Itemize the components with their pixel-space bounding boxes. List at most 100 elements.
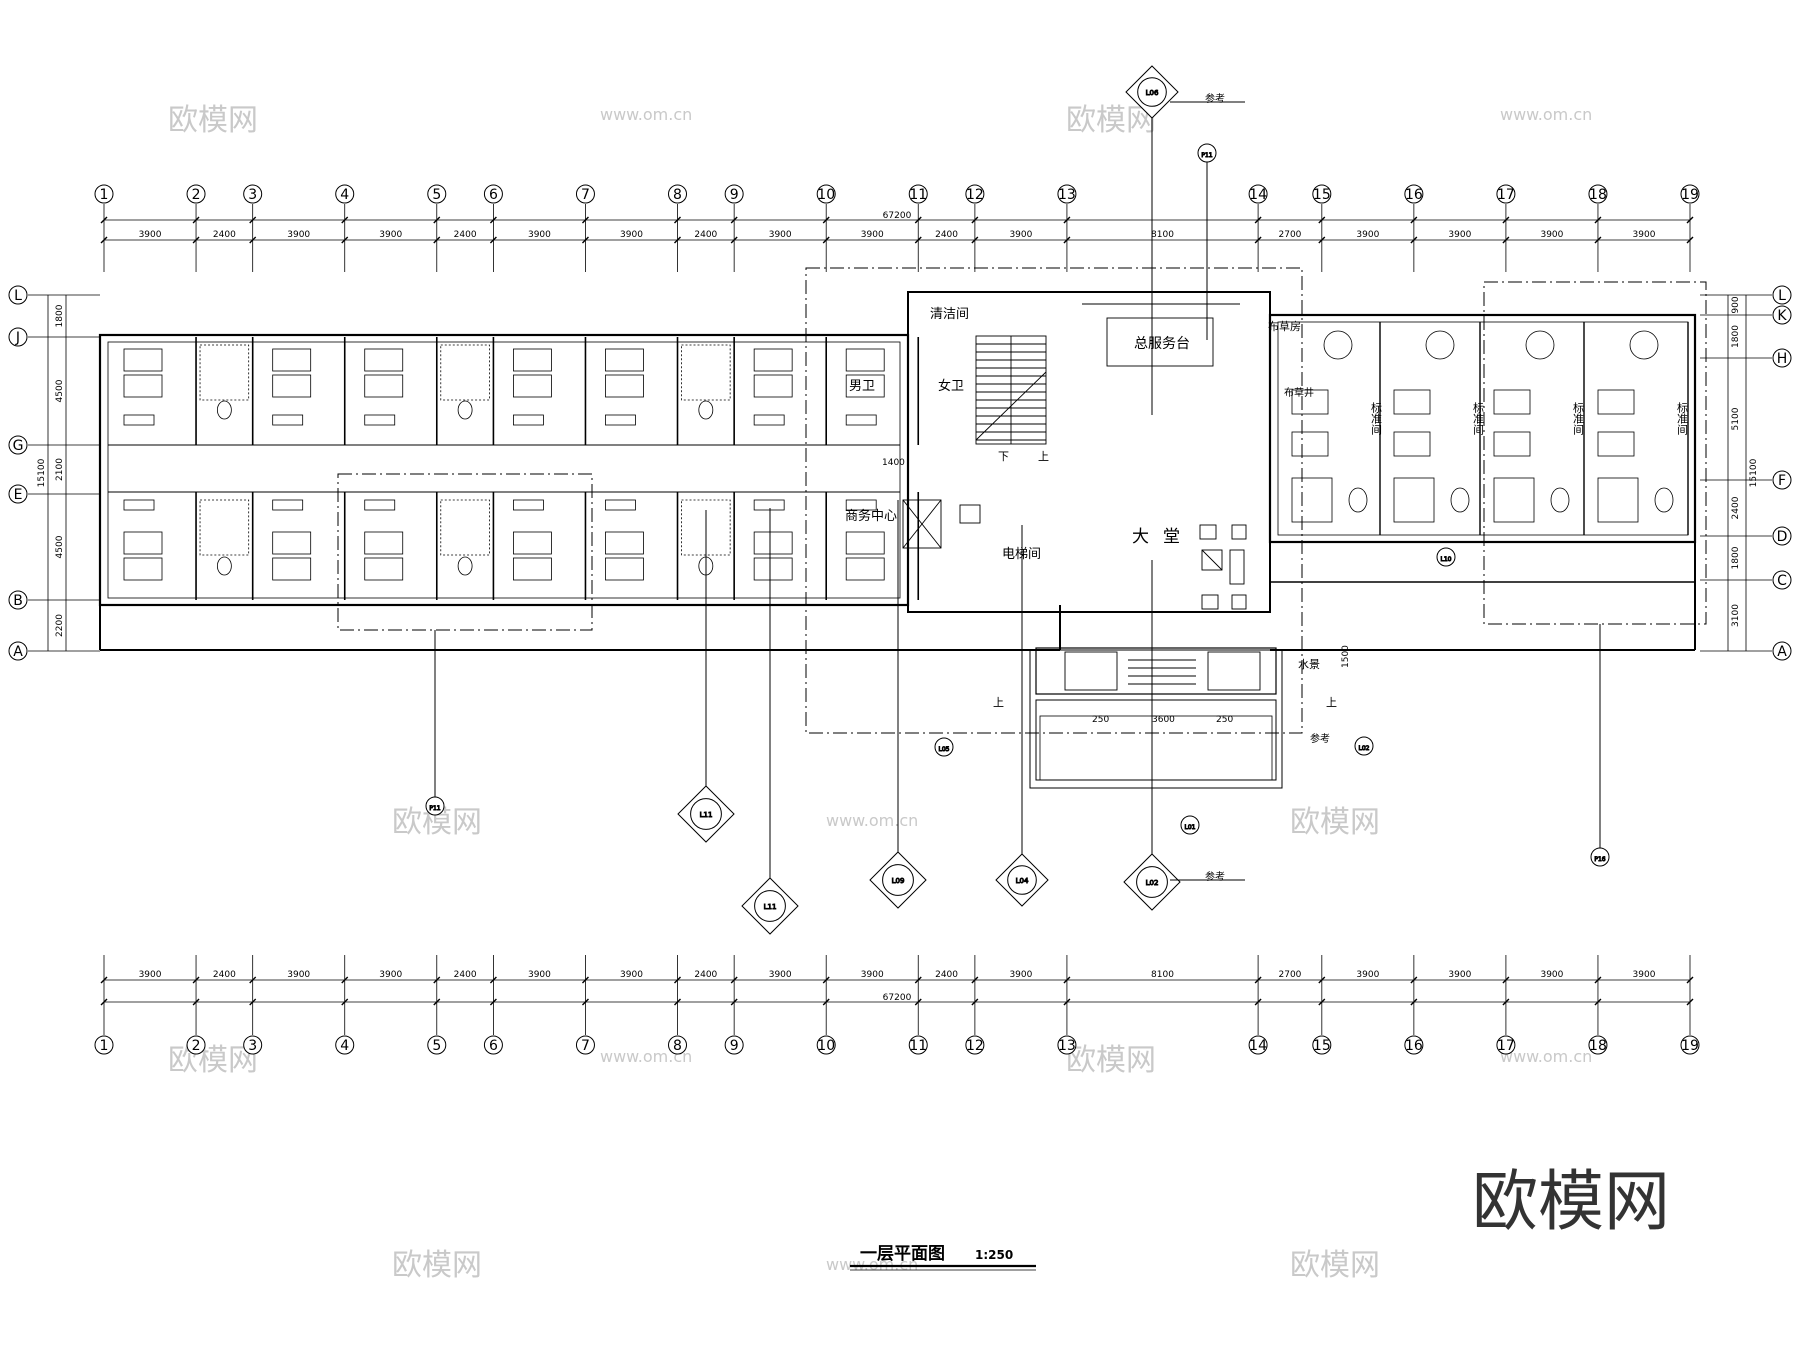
bed [845, 531, 885, 555]
bottom-axis-bubble [724, 1035, 744, 1055]
bed [1597, 431, 1635, 457]
bottom-axis-label-6: 6 [489, 1038, 498, 1054]
watermark-url: www.om.cn [826, 811, 918, 830]
detail-symbol-l09-text: L09 [892, 877, 905, 885]
bed [845, 374, 885, 398]
top-axis-bubble [908, 184, 928, 204]
top-axis-bubble [186, 184, 206, 204]
detail-symbol-l11-text: L11 [700, 811, 713, 819]
label-lobby: 大堂 [1132, 527, 1194, 547]
table-chairs [1629, 330, 1659, 360]
bottom-total-text: 67200 [883, 993, 912, 1003]
top-tick-mark [581, 236, 589, 244]
right-axis-label: K [1777, 308, 1787, 324]
bottom-tick-mark [1502, 976, 1510, 984]
bottom-tick-mark [730, 998, 738, 1006]
toilet [1348, 487, 1368, 513]
top-tick-mark [971, 236, 979, 244]
bathroom [1597, 477, 1639, 523]
watermark-logo: 欧模网 [1290, 805, 1380, 840]
bottom-tick-mark [1502, 998, 1510, 1006]
right-axis-bubble [1772, 285, 1792, 305]
bed [605, 374, 644, 398]
top-dim-text: 3900 [287, 230, 310, 240]
label-linen-room: 布草房 [1268, 320, 1301, 333]
bottom-dim-text: 3900 [1633, 970, 1656, 980]
top-dim-text: 3900 [1448, 230, 1471, 240]
bed [1493, 431, 1531, 457]
right-axis-label: L [1778, 288, 1786, 304]
bottom-tick-mark [1686, 976, 1694, 984]
bottom-axis-label-17: 17 [1497, 1038, 1515, 1054]
top-tick-mark [192, 236, 200, 244]
label-entrance-up-left: 上 [993, 696, 1004, 709]
bottom-tick-mark [1410, 976, 1418, 984]
top-tick-mark [674, 216, 682, 224]
bed [753, 557, 793, 581]
top-tick-mark [914, 236, 922, 244]
bottom-axis-bubble [668, 1035, 688, 1055]
bottom-dim-text: 3900 [1009, 970, 1032, 980]
top-axis-label-7: 7 [581, 187, 590, 203]
top-axis-bubble [724, 184, 744, 204]
bed [605, 348, 644, 372]
bottom-tick-mark [1318, 976, 1326, 984]
bottom-dim-text: 3900 [1540, 970, 1563, 980]
bed [513, 374, 552, 398]
left-axis-bubble [8, 327, 28, 347]
right-axis-bubble [1772, 641, 1792, 661]
top-axis-bubble [335, 184, 355, 204]
label-business-center: 商务中心 [845, 508, 897, 524]
bottom-axis-label-16: 16 [1405, 1038, 1423, 1054]
top-tick-mark [1594, 216, 1602, 224]
bottom-axis-bubble [186, 1035, 206, 1055]
left-dim-text: 4500 [55, 379, 65, 402]
top-tick-mark [249, 236, 257, 244]
bottom-axis-label-19: 19 [1681, 1038, 1699, 1054]
top-tick-mark [581, 216, 589, 224]
top-tick-mark [971, 216, 979, 224]
left-axis-label: L [14, 288, 22, 304]
bottom-dim-text: 2400 [213, 970, 236, 980]
bottom-axis-bubble [427, 1035, 447, 1055]
corridor-dim: 1400 [882, 458, 905, 468]
bottom-tick-mark [581, 976, 589, 984]
top-axis-bubble [1680, 184, 1700, 204]
bed [1493, 389, 1531, 415]
detail-bubble-l05-text: L05 [939, 746, 950, 753]
top-axis-bubble [1404, 184, 1424, 204]
left-axis-label: A [13, 644, 23, 660]
bottom-tick-mark [914, 976, 922, 984]
label-mens-wc: 男卫 [849, 379, 875, 394]
top-axis-label-15: 15 [1313, 187, 1331, 203]
bed [123, 374, 163, 398]
right-axis-bubble [1772, 470, 1792, 490]
bottom-tick-mark [822, 976, 830, 984]
toilet [216, 556, 232, 576]
top-dim-text: 2400 [694, 230, 717, 240]
top-dim-text: 3900 [1540, 230, 1563, 240]
top-tick-mark [1502, 216, 1510, 224]
bottom-dim-text: 3900 [620, 970, 643, 980]
bottom-tick-mark [100, 998, 108, 1006]
standard-room-label: 标准间 [1676, 401, 1689, 436]
bathroom-tiles [440, 344, 490, 401]
detail-bubble-l05 [934, 737, 954, 757]
left-axis-label: J [15, 330, 20, 346]
toilet [1450, 487, 1470, 513]
top-axis-label-2: 2 [192, 187, 201, 203]
bottom-tick-mark [1686, 998, 1694, 1006]
label-linen-shaft: 布草井 [1284, 386, 1314, 399]
bottom-axis-label-13: 13 [1058, 1038, 1076, 1054]
detail-bubble-l10 [1436, 547, 1456, 567]
bottom-tick-mark [1254, 998, 1262, 1006]
bottom-axis-label-9: 9 [730, 1038, 739, 1054]
top-axis-label-10: 10 [817, 187, 835, 203]
bottom-tick-mark [192, 998, 200, 1006]
top-tick-mark [249, 216, 257, 224]
top-dim-text: 3900 [528, 230, 551, 240]
top-axis-label-4: 4 [340, 187, 349, 203]
detail-bubble-p11-bottom-text: P11 [429, 805, 440, 812]
watermark-url: www.om.cn [1500, 105, 1592, 124]
bottom-dim-text: 3900 [528, 970, 551, 980]
